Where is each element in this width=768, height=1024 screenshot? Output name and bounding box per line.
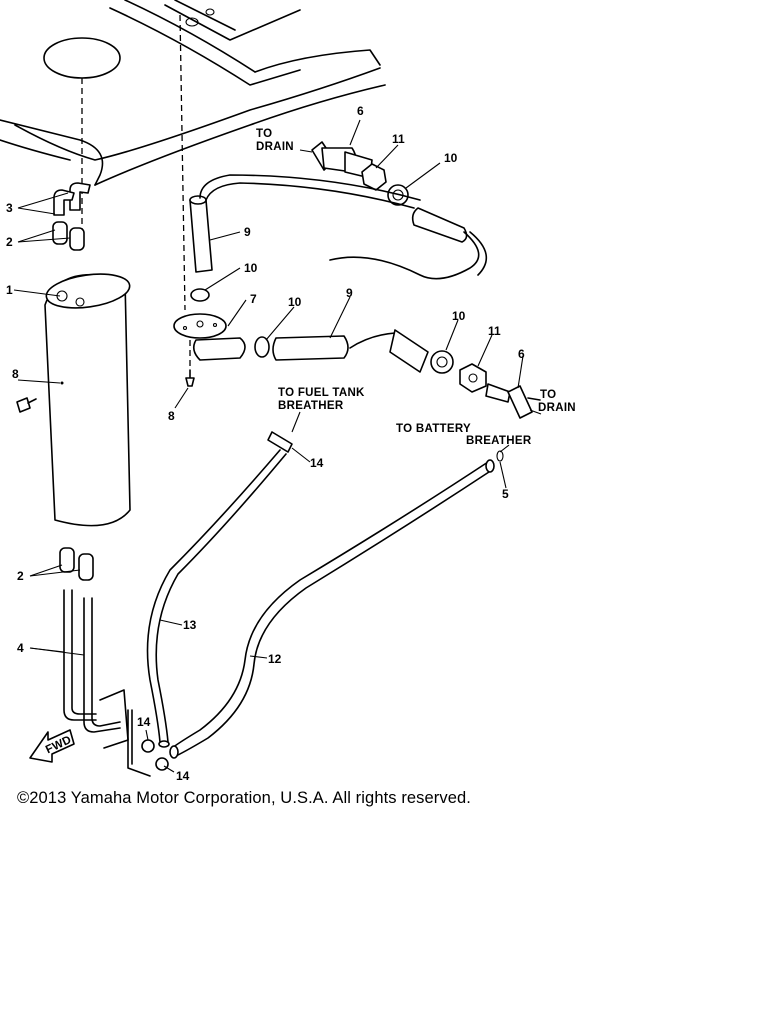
- callout-13: 13: [183, 618, 197, 632]
- canister: [44, 273, 131, 527]
- hose-9-upper: [189, 174, 488, 280]
- drain-pipes: [63, 589, 129, 749]
- callout-10-right: 10: [452, 309, 466, 323]
- battery-breather-line1: TO BATTERY: [396, 423, 471, 435]
- callout-2-bottom: 2: [17, 569, 24, 583]
- callout-10-middle: 10: [288, 295, 302, 309]
- hose-13: [146, 431, 293, 748]
- leader-lines: [13, 119, 542, 773]
- callout-7: 7: [250, 292, 257, 306]
- callout-numbers: 1 2 2 3 4 5 6 6 7 8 8 9 9 10 10 10 10 11…: [6, 104, 525, 783]
- to-drain-right-line2: DRAIN: [538, 402, 576, 414]
- callout-2-top: 2: [6, 235, 13, 249]
- callout-6-right: 6: [518, 347, 525, 361]
- hull-opening: [43, 37, 121, 79]
- grommets-bottom: [59, 547, 94, 581]
- elbow-fittings: [53, 182, 91, 216]
- callout-12: 12: [268, 652, 282, 666]
- battery-breather-line2: BREATHER: [466, 435, 532, 447]
- copyright-notice: ©2013 Yamaha Motor Corporation, U.S.A. A…: [17, 789, 471, 807]
- fwd-arrow: FWD: [29, 729, 75, 763]
- callout-1: 1: [6, 283, 13, 297]
- callout-5: 5: [502, 487, 509, 501]
- callout-9-upper: 9: [244, 225, 251, 239]
- upper-drain-assembly: [311, 141, 468, 243]
- callout-14-bottom: 14: [176, 769, 190, 783]
- callout-6-top: 6: [357, 104, 364, 118]
- part-5-clip: [496, 450, 504, 462]
- alignment-lines: [81, 14, 191, 370]
- callout-8-left: 8: [12, 367, 19, 381]
- clamp-and-fitting: [173, 288, 246, 387]
- callout-8-middle: 8: [168, 409, 175, 423]
- callout-11-top: 11: [392, 132, 405, 146]
- to-drain-top-line1: TO: [256, 128, 272, 140]
- callout-11-right: 11: [488, 324, 501, 338]
- callout-14-top: 14: [310, 456, 324, 470]
- callout-10-top-right: 10: [444, 151, 458, 165]
- callout-4: 4: [17, 641, 24, 655]
- annotations: TO DRAIN TO DRAIN TO FUEL TANK BREATHER …: [256, 128, 576, 447]
- callout-10-upper: 10: [244, 261, 258, 275]
- callout-3: 3: [6, 201, 13, 215]
- screw-left: [16, 397, 37, 413]
- fuel-tank-breather-line2: BREATHER: [278, 400, 344, 412]
- grommets-top: [52, 221, 85, 251]
- callout-14-left: 14: [137, 715, 151, 729]
- fuel-tank-breather-line1: TO FUEL TANK: [278, 387, 365, 399]
- hose-12: [169, 459, 495, 759]
- to-drain-top-line2: DRAIN: [256, 141, 294, 153]
- hose-9-middle: [254, 329, 429, 373]
- to-drain-right-line1: TO: [540, 389, 556, 401]
- callout-9-middle: 9: [346, 286, 353, 300]
- lower-drain-assembly: [430, 350, 541, 419]
